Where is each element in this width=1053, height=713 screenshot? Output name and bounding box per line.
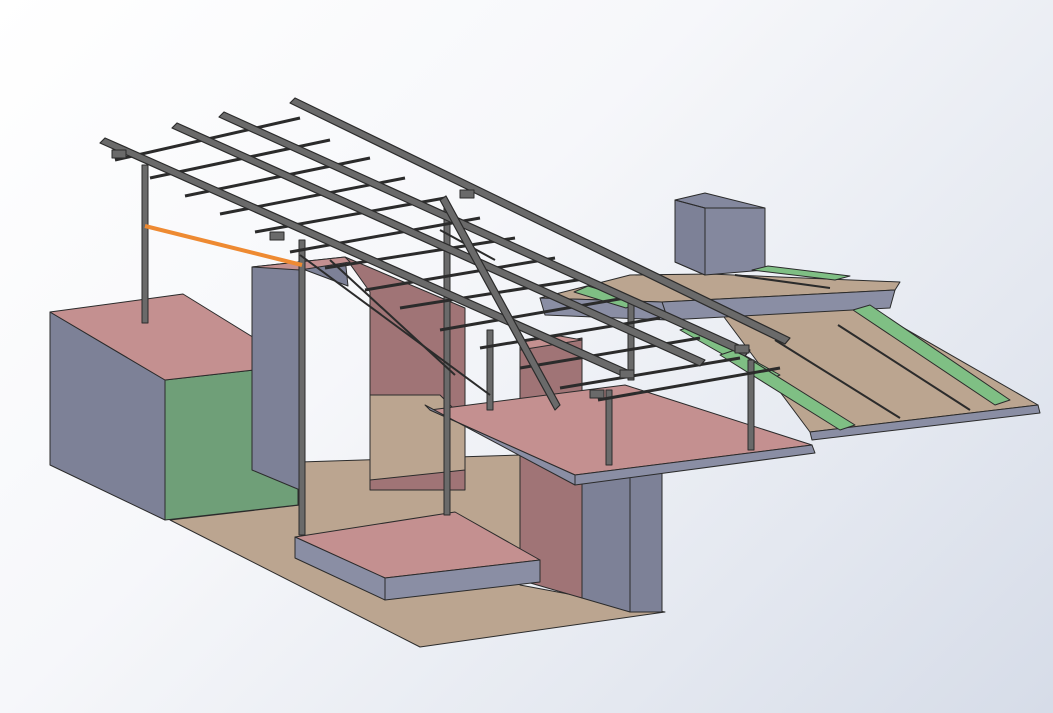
- ground-slab: [294, 511, 541, 601]
- roof-purlins: [99, 97, 791, 411]
- orange-tie-rod: [144, 224, 303, 267]
- roof-brackets: [111, 149, 750, 399]
- support-columns: [141, 164, 755, 536]
- equipment-box: [674, 192, 766, 276]
- cantilever-slab: [424, 384, 816, 486]
